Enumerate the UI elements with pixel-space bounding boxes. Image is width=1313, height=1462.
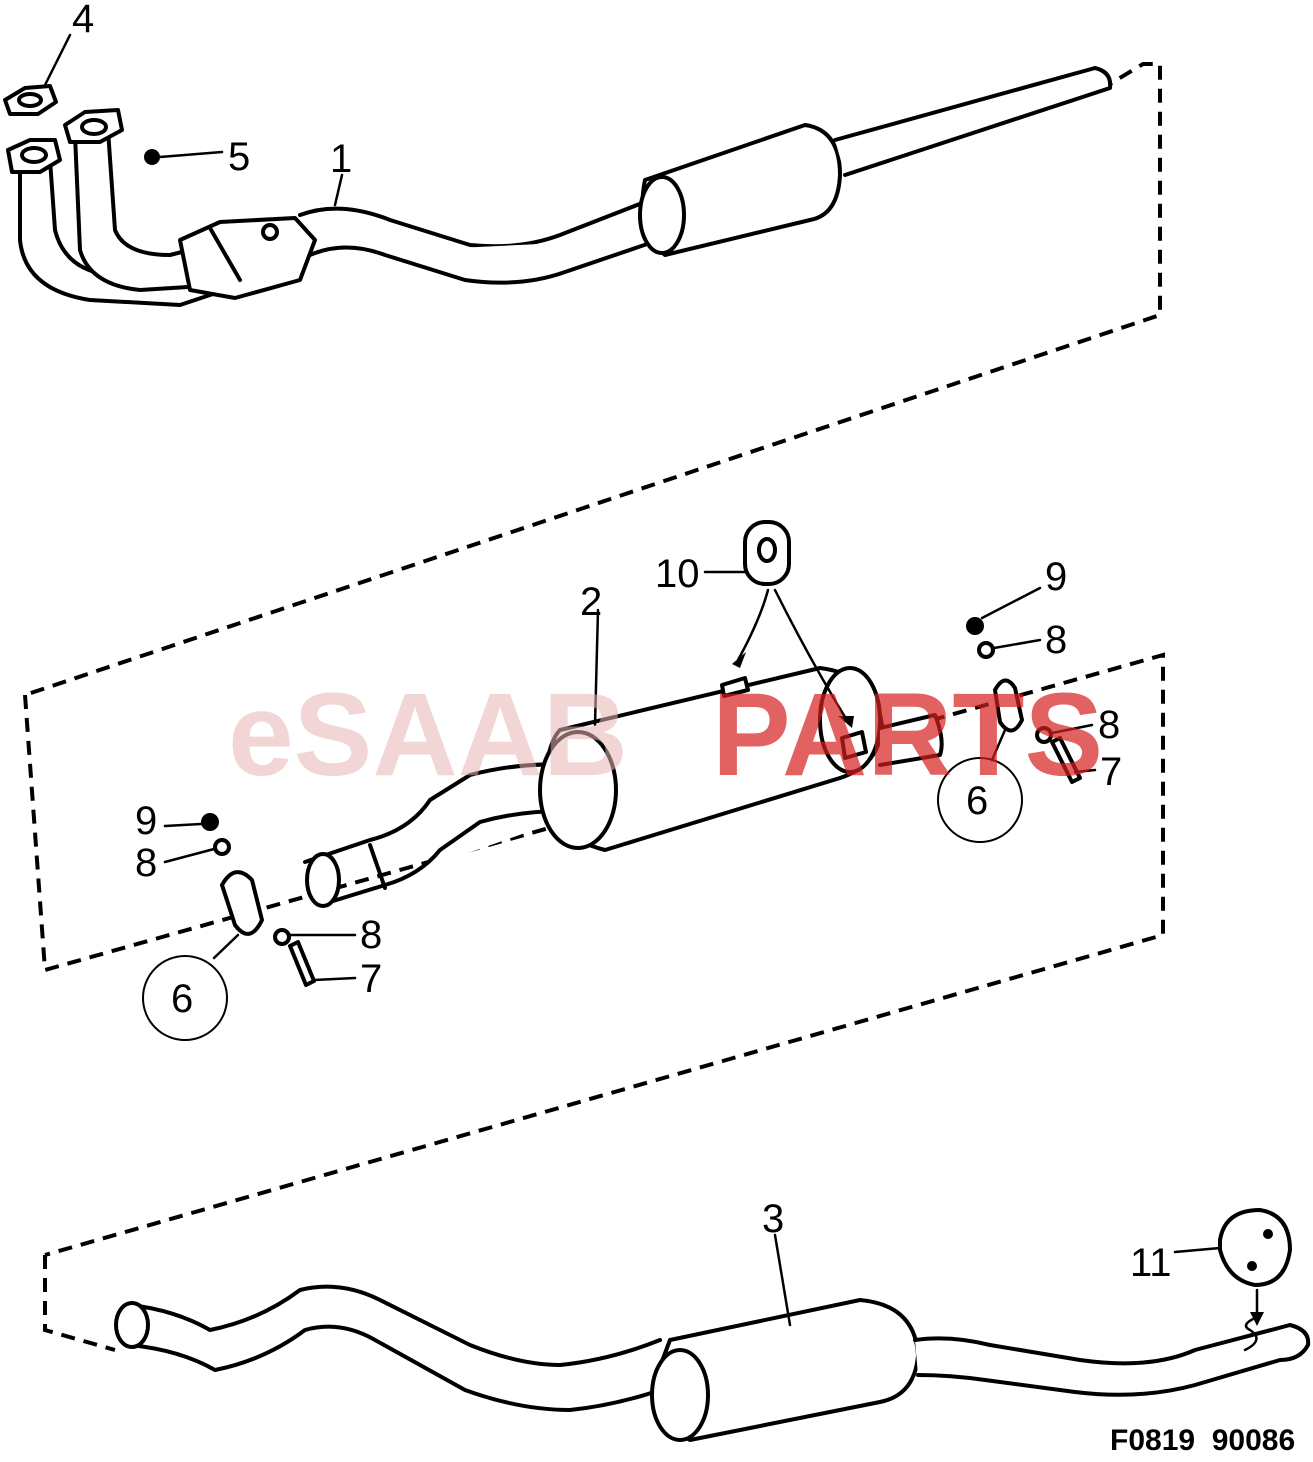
- leader-9-left: [163, 822, 203, 828]
- gasket-part: [3, 84, 58, 116]
- leader-6-left: [212, 933, 240, 960]
- center-silencer-end: [538, 730, 618, 850]
- damper-hole-bottom: [1247, 1261, 1257, 1271]
- front-pipe-assembly: [6, 62, 1162, 697]
- circle-6-right: [937, 757, 1023, 843]
- front-pipe-upper-edge: [298, 198, 652, 249]
- leader-8-right-bottom: [1050, 723, 1094, 735]
- damper-arrow-head: [1250, 1312, 1264, 1326]
- pipe-joint: [178, 216, 317, 300]
- watermark-suffix: PARTS: [712, 669, 1103, 801]
- front-pipe-lower-edge: [308, 236, 667, 285]
- leader-7-left: [312, 976, 357, 982]
- rear-tailpipe: [913, 1323, 1311, 1397]
- front-pipe-tail: [833, 66, 1113, 177]
- rubber-damper-part: [1218, 1208, 1292, 1287]
- dashed-frame-bottom: [43, 1255, 116, 1352]
- leader-4: [43, 33, 72, 87]
- gasket-hole: [17, 92, 43, 108]
- rear-silencer-assembly: [43, 1255, 1311, 1442]
- figure-reference: F0819 90086: [1110, 1424, 1295, 1457]
- leader-2: [593, 608, 600, 727]
- leader-6-right: [990, 728, 1007, 762]
- front-silencer-end: [638, 175, 686, 255]
- joint-band: [208, 226, 242, 282]
- leader-8-left-top: [163, 847, 216, 864]
- callout-11: 11: [1130, 1241, 1172, 1285]
- leader-9-right: [980, 586, 1042, 620]
- rear-silencer-end: [650, 1348, 710, 1442]
- center-pipe-outlet: [878, 713, 944, 767]
- bolt-right: [1050, 736, 1082, 784]
- leader-11: [1173, 1246, 1222, 1254]
- rear-pipe-inlet: [114, 1301, 150, 1349]
- callout-5: 5: [228, 135, 250, 179]
- callout-4: 4: [72, 0, 94, 41]
- dashed-frame-middle: [23, 652, 1165, 1257]
- callout-8-left-top: 8: [135, 841, 157, 885]
- center-pipe-upper-edge: [303, 762, 572, 864]
- rear-pipe-lower-edge: [128, 1324, 677, 1412]
- clamp-right-icon: [993, 678, 1024, 733]
- callout-6-left: 6: [171, 977, 193, 1021]
- hanger-arrow-rear: [773, 588, 850, 724]
- damper-hole-top: [1263, 1229, 1273, 1239]
- hanger-tab-front: [720, 676, 750, 698]
- callout-3: 3: [762, 1197, 784, 1241]
- clamp-left-icon: [220, 870, 264, 936]
- arrow-head-rear: [838, 716, 854, 728]
- hanger-arrow-front: [736, 588, 770, 662]
- bolt-left: [288, 940, 316, 987]
- leader-7-right: [1073, 768, 1097, 774]
- leader-3: [773, 1233, 792, 1327]
- nut-left-icon: [201, 813, 219, 831]
- dashed-frame-top: [24, 62, 1162, 697]
- callout-8-right-bottom: 8: [1098, 703, 1120, 747]
- callout-8-right-top: 8: [1045, 618, 1067, 662]
- callout-2: 2: [580, 580, 602, 624]
- nut-part: [144, 149, 160, 165]
- center-pipe-inlet: [305, 852, 341, 908]
- downpipe-right-inner: [106, 128, 212, 257]
- joint-bolt: [261, 223, 279, 241]
- watermark: eSAAB PARTS: [228, 669, 1103, 801]
- arrow-head-front: [732, 652, 746, 668]
- leader-8-right-top: [992, 638, 1042, 650]
- right-clamp-group: [937, 617, 1082, 843]
- nut-icon: [144, 149, 160, 165]
- rear-pipe-upper-edge: [128, 1284, 662, 1367]
- callout-7-left: 7: [360, 957, 382, 1001]
- rubber-hanger-part: [743, 520, 791, 586]
- callout-9-right: 9: [1045, 555, 1067, 599]
- callout-8-left-bottom: 8: [360, 913, 382, 957]
- callout-1: 1: [330, 137, 352, 181]
- hanger-hole: [757, 537, 777, 563]
- leader-5: [158, 150, 224, 159]
- hanger-tab-rear: [840, 730, 868, 760]
- washer-right-bottom: [1035, 726, 1053, 744]
- callout-7-right: 7: [1100, 750, 1122, 794]
- leader-1: [333, 173, 344, 207]
- callout-9-left: 9: [135, 799, 157, 843]
- flange-lower-hole: [20, 146, 48, 164]
- left-clamp-group: [142, 813, 316, 1041]
- center-pipe-lower-edge: [318, 809, 587, 907]
- watermark-prefix: eSAAB: [228, 669, 628, 801]
- callout-10: 10: [655, 552, 700, 596]
- center-pipe-collar: [368, 843, 387, 890]
- washer-left-bottom: [273, 928, 291, 946]
- washer-left-top: [213, 838, 231, 856]
- damper-icon: [1218, 1208, 1292, 1287]
- circle-6-left: [142, 955, 228, 1041]
- tailpipe-hook: [1243, 1316, 1258, 1352]
- washer-right-top: [977, 641, 995, 659]
- flange-upper-hole: [80, 118, 108, 136]
- nut-right-icon: [966, 617, 984, 635]
- callout-6-right: 6: [966, 779, 988, 823]
